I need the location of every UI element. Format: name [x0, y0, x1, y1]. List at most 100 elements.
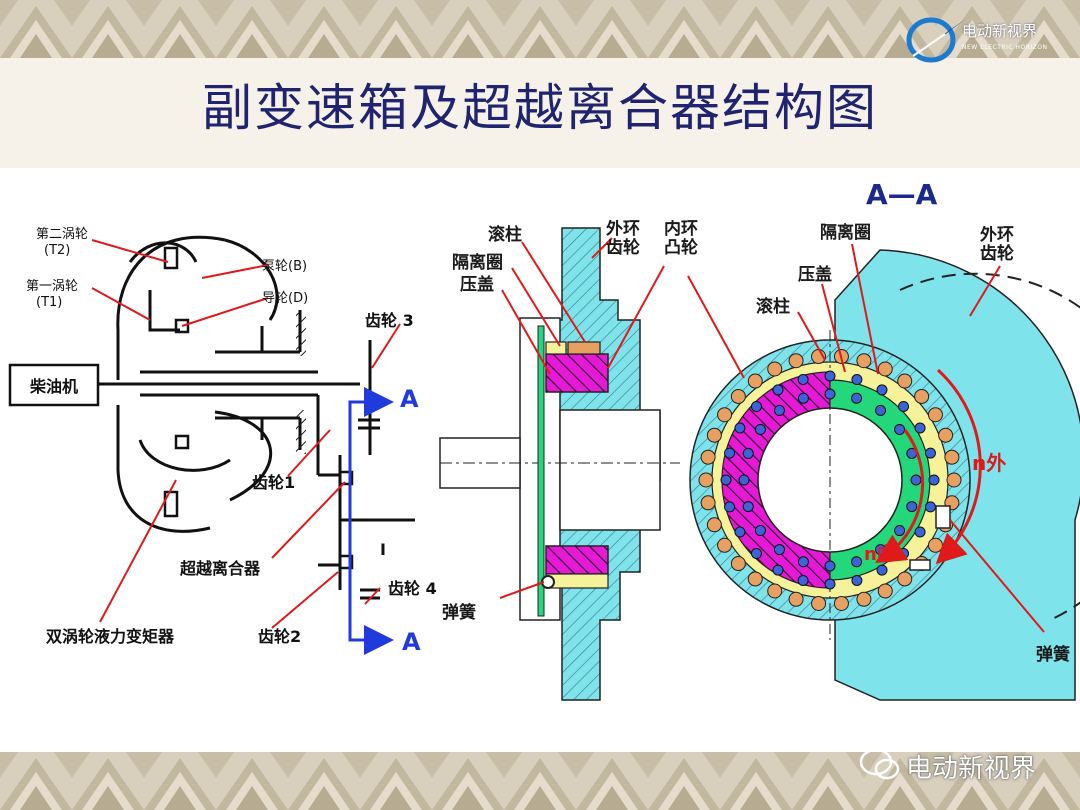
ball — [894, 525, 906, 537]
ball — [875, 404, 887, 416]
roller — [747, 571, 763, 587]
ball — [851, 374, 863, 386]
roller — [767, 361, 783, 377]
ball — [824, 388, 836, 400]
label-right-spring: 弹簧 — [1036, 644, 1070, 665]
roller — [856, 591, 872, 607]
roller — [877, 361, 893, 377]
transmission-schematic — [98, 235, 415, 600]
top-pattern-band — [0, 0, 1080, 58]
label-second-turbine-code: (T2) — [44, 243, 70, 258]
ball — [724, 501, 736, 513]
label-first-turbine: 第一涡轮 — [26, 279, 78, 294]
label-guide: 导轮(D) — [262, 291, 308, 306]
ball — [906, 501, 918, 513]
logo-subtitle: NEW ELECTRIC HORIZON — [962, 44, 1048, 51]
label-gear4: 齿轮 4 — [388, 579, 437, 598]
ball — [924, 447, 936, 459]
ball — [772, 564, 784, 576]
output-arrow-upper — [348, 387, 394, 525]
label-shaft-I: I — [380, 540, 386, 559]
label-n-inner: n内 — [864, 543, 895, 565]
ball — [724, 447, 736, 459]
label-mid-isolation-ring: 隔离圈 — [452, 252, 503, 273]
label-A-upper: A — [400, 385, 419, 413]
ball — [797, 392, 809, 404]
label-right-roller: 滚柱 — [756, 296, 790, 317]
ball — [773, 544, 785, 556]
page-title: 副变速箱及超越离合器结构图 — [202, 79, 878, 137]
label-gear3: 齿轮 3 — [365, 311, 414, 330]
label-second-turbine: 第二涡轮 — [36, 227, 88, 242]
roller — [856, 353, 872, 369]
label-n-outer: n外 — [972, 451, 1006, 475]
ball — [898, 548, 910, 560]
roller — [767, 583, 783, 599]
label-right-cover: 压盖 — [798, 264, 832, 285]
clutch-cross-section — [439, 227, 680, 701]
roller — [730, 388, 746, 404]
ball — [720, 474, 732, 486]
roller — [747, 373, 763, 389]
roller — [730, 556, 746, 572]
label-mid-outer-ring-gear: 外环齿轮 — [606, 220, 640, 258]
ball — [754, 525, 766, 537]
ball — [797, 374, 809, 386]
brand-logo-icon — [906, 17, 967, 63]
ball — [876, 564, 888, 576]
ball — [797, 574, 809, 586]
roller — [698, 472, 714, 488]
ball — [851, 556, 863, 568]
label-section-AA: A—A — [866, 178, 938, 211]
roller — [938, 427, 954, 443]
roller — [788, 353, 804, 369]
structure-diagram: 柴油机 A A 第二涡轮 (T2) 第一涡轮 (T1) 泵轮(B) 导轮(D) … — [8, 178, 1080, 701]
ball — [928, 474, 940, 486]
ball — [851, 392, 863, 404]
bottom-pattern-band — [0, 752, 1080, 810]
wechat-icon — [859, 748, 900, 780]
ball — [851, 574, 863, 586]
label-first-turbine-code: (T1) — [36, 295, 62, 310]
roller — [833, 595, 849, 611]
title-area — [0, 58, 1080, 168]
section-AA-view — [689, 249, 1080, 701]
ball — [742, 447, 754, 459]
label-mid-inner-ring-cam: 内环凸轮 — [664, 220, 698, 258]
ball — [754, 423, 766, 435]
label-converter: 双涡轮液力变矩器 — [46, 627, 175, 646]
ball — [734, 526, 746, 538]
roller — [914, 388, 930, 404]
rotation-arrow-outer — [935, 368, 982, 565]
label-diesel: 柴油机 — [29, 377, 78, 396]
ball — [876, 384, 888, 396]
ball — [734, 422, 746, 434]
watermark-text: 电动新视界 — [906, 754, 1037, 784]
ball — [773, 404, 785, 416]
roller — [788, 591, 804, 607]
label-gear2: 齿轮2 — [258, 627, 301, 646]
ball — [797, 556, 809, 568]
label-A-lower: A — [402, 628, 421, 656]
roller — [706, 517, 722, 533]
output-arrow-lower — [348, 525, 394, 655]
roller — [706, 427, 722, 443]
ball — [914, 526, 926, 538]
roller — [717, 407, 733, 423]
roller — [897, 571, 913, 587]
ball — [924, 501, 936, 513]
roller — [897, 373, 913, 389]
ball — [824, 578, 836, 590]
ball — [750, 400, 762, 412]
ball — [742, 501, 754, 513]
roller — [927, 407, 943, 423]
roller — [811, 595, 827, 611]
ball — [898, 400, 910, 412]
ball — [772, 384, 784, 396]
ball — [738, 474, 750, 486]
diagram-canvas: 柴油机 A A 第二涡轮 (T2) 第一涡轮 (T1) 泵轮(B) 导轮(D) … — [0, 168, 1080, 752]
label-overrun-clutch: 超越离合器 — [179, 559, 261, 578]
rotation-arrow-inner — [874, 429, 925, 564]
ball — [750, 548, 762, 560]
label-mid-roller: 滚柱 — [488, 224, 522, 245]
